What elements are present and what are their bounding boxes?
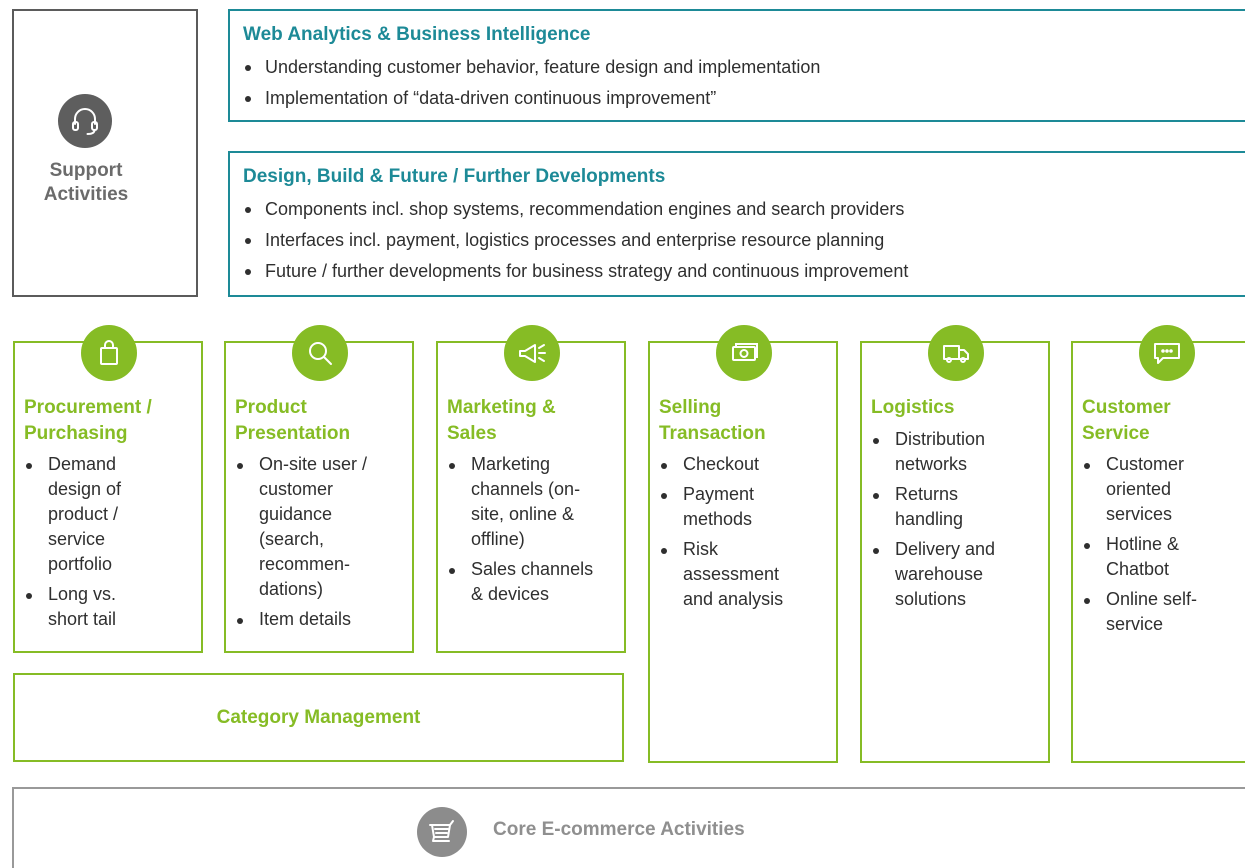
search-icon (292, 325, 348, 381)
money-icon (716, 325, 772, 381)
web-analytics-title: Web Analytics & Business Intelligence (243, 24, 591, 45)
web-analytics-bullet: Implementation of “data-driven continuou… (243, 83, 1245, 114)
shopping-cart-icon (417, 807, 467, 857)
chat-bubble-icon (1139, 325, 1195, 381)
procurement-card: Procurement / Purchasing Demand design o… (13, 325, 203, 653)
card-title: Logistics (871, 397, 955, 418)
card-bullet: Item details (235, 607, 408, 632)
card-bullet: Distribution networks (871, 427, 1044, 477)
card-bullet: Sales channels & devices (447, 557, 620, 607)
card-bullet: Long vs. short tail (24, 582, 197, 632)
card-title: Marketing & Sales (447, 397, 556, 444)
selling-transaction-card: Selling Transaction Checkout Payment met… (648, 325, 838, 763)
core-ecommerce-label: Core E-commerce Activities (493, 819, 745, 840)
card-bullet: Customer oriented services (1082, 452, 1241, 527)
megaphone-icon (504, 325, 560, 381)
card-bullet: Demand design of product / service portf… (24, 452, 197, 577)
card-bullet: Risk assessment and analysis (659, 537, 832, 612)
design-build-bullet: Interfaces incl. payment, logistics proc… (243, 225, 1245, 256)
truck-icon (928, 325, 984, 381)
card-title: Product Presentation (235, 397, 351, 444)
support-activities-label: Support Activities (43, 160, 129, 205)
design-build-bullet: Future / further developments for busine… (243, 256, 1245, 287)
product-presentation-card: Product Presentation On-site user / cust… (224, 325, 414, 653)
customer-service-card: Customer Service Customer oriented servi… (1071, 325, 1245, 763)
shopping-bag-icon (81, 325, 137, 381)
support-activities-box: Support Activities (12, 9, 198, 297)
card-title: Customer Service (1082, 397, 1171, 444)
card-bullet: Delivery and warehouse solutions (871, 537, 1044, 612)
card-bullet: Payment methods (659, 482, 832, 532)
category-management-box: Category Management (13, 673, 624, 762)
design-build-title: Design, Build & Future / Further Develop… (243, 166, 666, 187)
design-build-box: Design, Build & Future / Further Develop… (228, 151, 1245, 297)
web-analytics-box: Web Analytics & Business Intelligence Un… (228, 9, 1245, 122)
card-bullet: Returns handling (871, 482, 1044, 532)
card-bullet: Marketing channels (on- site, online & o… (447, 452, 620, 552)
marketing-sales-card: Marketing & Sales Marketing channels (on… (436, 325, 626, 653)
card-title: Selling Transaction (659, 397, 766, 444)
card-bullet: On-site user / customer guidance (search… (235, 452, 408, 602)
card-bullet: Hotline & Chatbot (1082, 532, 1241, 582)
logistics-card: Logistics Distribution networks Returns … (860, 325, 1050, 763)
web-analytics-bullet: Understanding customer behavior, feature… (243, 52, 1245, 83)
card-bullet: Checkout (659, 452, 832, 477)
card-title: Procurement / Purchasing (24, 397, 152, 444)
card-bullet: Online self- service (1082, 587, 1241, 637)
category-management-label: Category Management (216, 706, 421, 728)
design-build-bullet: Components incl. shop systems, recommend… (243, 194, 1245, 225)
headset-icon (58, 94, 112, 148)
core-ecommerce-box: Core E-commerce Activities (12, 787, 1245, 868)
